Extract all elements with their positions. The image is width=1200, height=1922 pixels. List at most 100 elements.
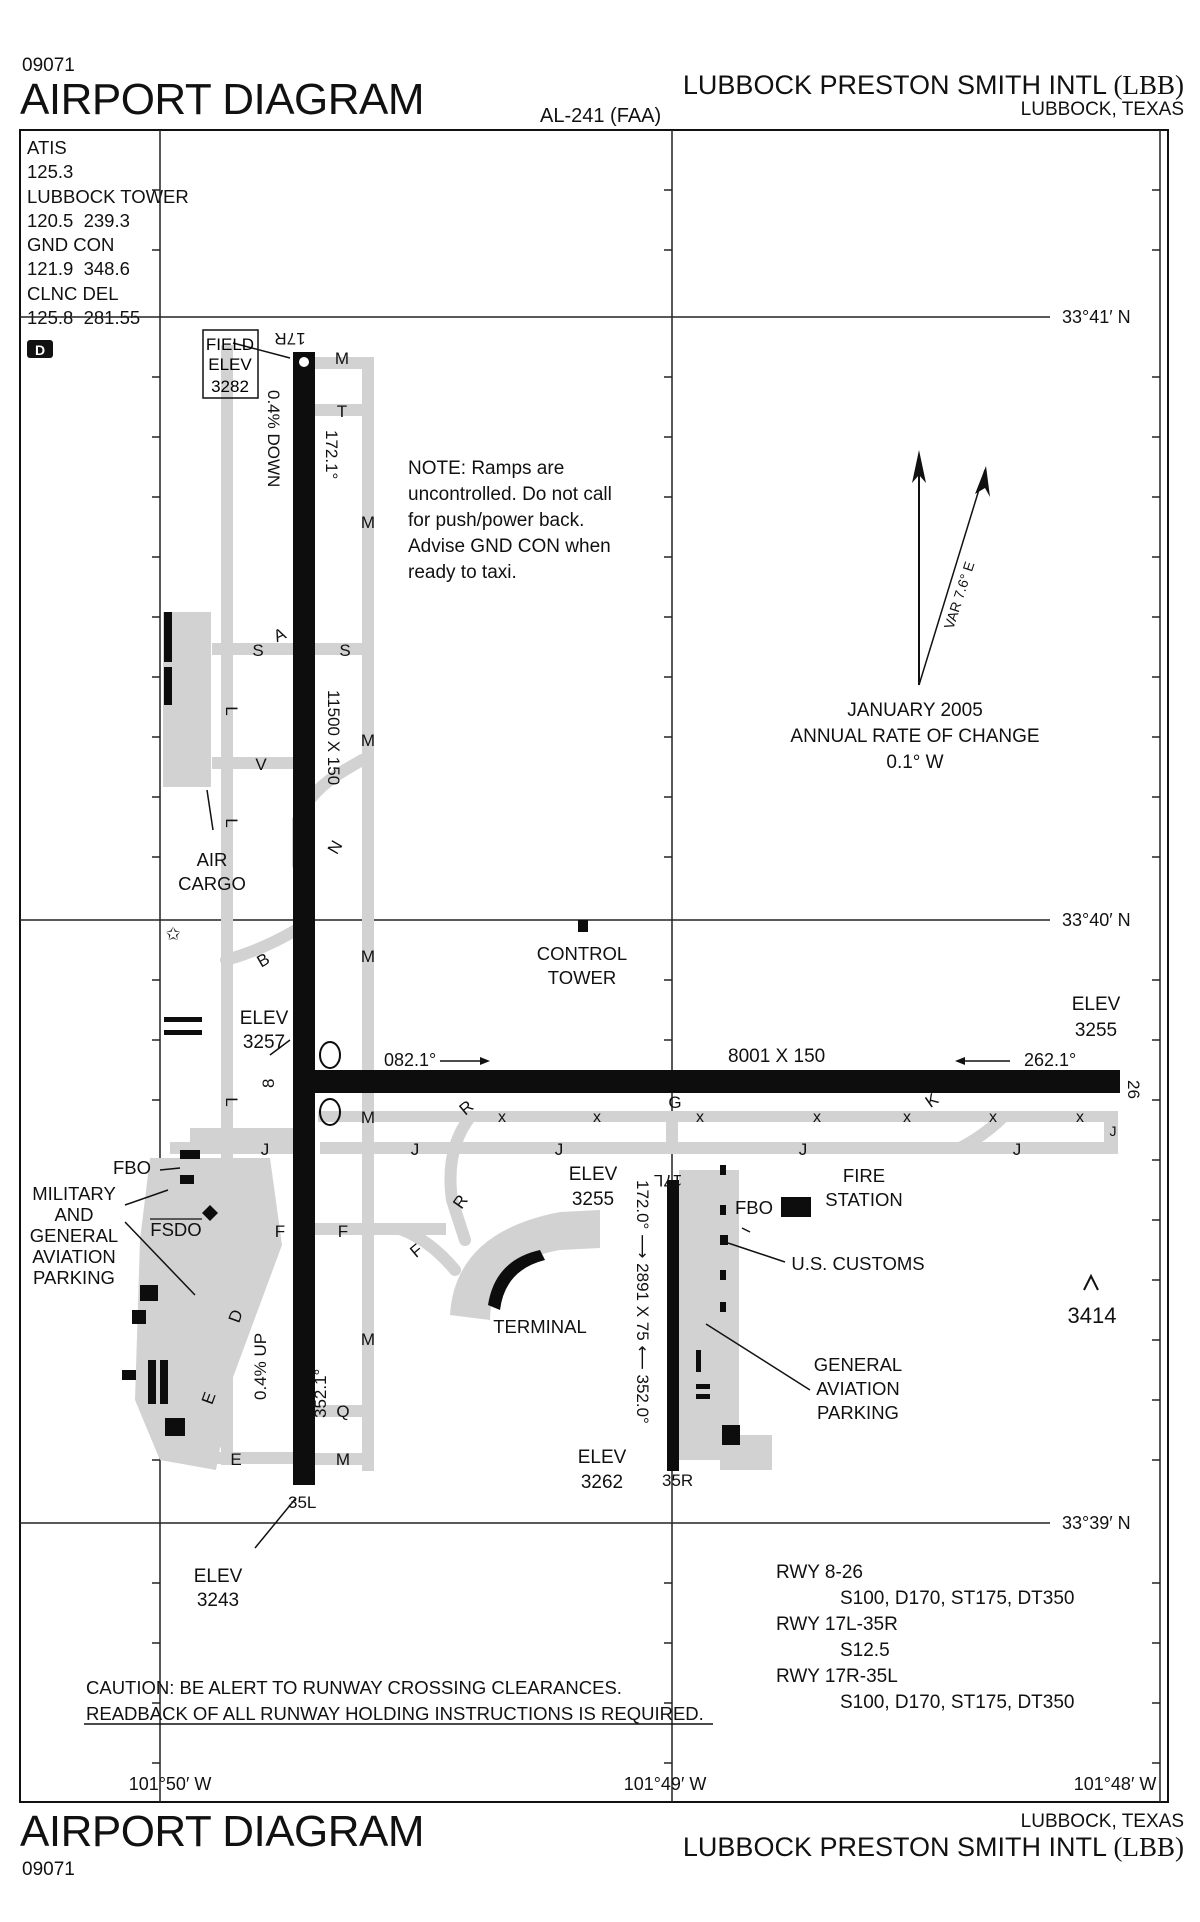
customs-label: U.S. CUSTOMS [791,1253,924,1274]
twy-g: G [668,1093,681,1112]
magnetic-north-line [918,469,986,686]
military-bldg-5 [165,1418,185,1436]
lon-49: 101°49′ W [624,1774,707,1794]
military-l1: MILITARY [32,1183,116,1204]
beacon-icon: ✩ [165,924,180,944]
variation-rate: 0.1° W [886,752,943,773]
twy-j-3: J [555,1140,564,1159]
al-number: AL-241 (FAA) [540,105,662,127]
note-line-4: Advise GND CON when [408,536,611,557]
hdg-26: 262.1° [1024,1050,1076,1070]
twy-f-1: F [275,1222,285,1241]
military-bldg-4 [160,1360,168,1404]
taxiway-e-south [200,1452,298,1464]
runway-17r-threshold-dot [299,357,309,367]
air-cargo-bldg-2 [164,667,172,705]
airport-location-bottom: LUBBOCK, TEXAS [1020,1811,1184,1832]
field-elev-value: 3282 [211,377,249,396]
svg-text:x: x [813,1109,821,1126]
north-arrow-group: VAR 7.6° E [912,450,990,686]
chart-title-top: AIRPORT DIAGRAM [20,75,425,124]
true-north-arrowhead [912,450,926,483]
military-pointer-2 [124,1221,196,1296]
fbo-west-bldg [180,1150,200,1159]
ga-bldg-4 [720,1302,726,1312]
control-tower-bldg [578,920,588,932]
caution-line-1: CAUTION: BE ALERT TO RUNWAY CROSSING CLE… [86,1677,622,1698]
twy-v: V [255,755,267,774]
military-l2: AND [54,1204,93,1225]
twy-t: T [337,402,347,421]
svg-text:x: x [903,1109,911,1126]
hdg-35l: 352.1° [311,1369,330,1418]
air-cargo-bldg-1 [164,612,172,662]
d-symbol: D [35,342,45,358]
freq-tower-label: LUBBOCK TOWER [27,185,189,207]
airport-name-bottom: LUBBOCK PRESTON SMITH INTL (LBB) [683,1834,1184,1861]
field-elev-label1: FIELD [206,335,254,354]
caution-text: CAUTION: BE ALERT TO RUNWAY CROSSING CLE… [86,1677,704,1724]
hdg-17r: 172.1° [322,430,341,479]
military-bldg-3 [148,1360,156,1404]
elev-26-label: ELEV [1072,994,1121,1015]
ga-ramp-17l [679,1170,739,1460]
freq-atis: 125.3 [27,161,74,183]
rwy-35l: 35L [288,1493,316,1512]
ga-hangar-2 [696,1384,710,1389]
rwy-data-3-name: RWY 17R-35L [776,1666,898,1687]
freq-gnd: 121.9 348.6 [27,258,130,280]
rwy-35r: 35R [662,1471,693,1490]
terminal-label: TERMINAL [493,1316,587,1337]
twy-b: B [254,949,273,971]
taxiway-f-east [394,1223,461,1276]
twy-f-2: F [338,1222,348,1241]
west-hangar-2 [164,1030,202,1035]
rwy-data-2-name: RWY 17L-35R [776,1614,898,1635]
rwy-data-1-name: RWY 8-26 [776,1562,863,1583]
dims-8: 8001 X 150 [728,1046,825,1067]
svg-text:x: x [593,1109,601,1126]
facility-labels: CONTROL TOWER AIR CARGO FBO FSDO MILITAR… [30,849,925,1423]
west-bldg-3 [180,1175,194,1184]
air-cargo-l2: CARGO [178,873,246,894]
taxiway-letters: M T M S A S L M V L N B M L M J J J J J … [198,349,1117,1469]
variation-text: JANUARY 2005 ANNUAL RATE OF CHANGE 0.1° … [790,700,1039,773]
approach-light-ovals [319,1041,341,1126]
ga-bldg-3 [720,1270,726,1280]
note-line-5: ready to taxi. [408,562,517,583]
elev-35l: 3243 [197,1590,239,1611]
terminal-ramp [450,1210,600,1320]
connector-s-west [212,643,298,655]
military-bldg-1 [140,1285,158,1301]
rwy-17l: 17L [654,1171,682,1190]
longitude-labels: 101°50′ W 101°49′ W 101°48′ W [129,1774,1157,1794]
taxiway-r [444,1111,476,1246]
elev-26: 3255 [1075,1020,1117,1041]
rwy-data-1-strength: S100, D170, ST175, DT350 [840,1588,1074,1609]
variation-date: JANUARY 2005 [847,700,983,721]
twy-m-4: M [361,947,375,966]
west-hangar-1 [164,1017,202,1022]
svg-text:x: x [498,1109,506,1126]
military-l5: PARKING [33,1267,115,1288]
fsdo-label: FSDO [150,1219,201,1240]
taxiway-j-west [170,1142,298,1154]
rwy-8: 8 [259,1079,278,1088]
elevation-labels: ELEV 3255 ELEV 3257 ELEV 3255 ELEV 3262 … [194,994,1121,1611]
d-symbol-box [27,340,53,358]
variation-rate-label: ANNUAL RATE OF CHANGE [790,726,1039,747]
leader-lines [124,342,1010,1549]
airport-name-text: LUBBOCK PRESTON SMITH INTL [682,70,1106,100]
obstacle-elev: 3414 [1068,1303,1117,1328]
rwy-data-3-strength: S100, D170, ST175, DT350 [840,1692,1074,1713]
elev-35l-label: ELEV [194,1566,243,1587]
note-line-1: NOTE: Ramps are [408,458,564,479]
elev-35r: 3262 [581,1472,623,1493]
hdg-8: 082.1° [384,1050,436,1070]
twy-m-6: M [361,1330,375,1349]
elev-17l: 3255 [572,1189,614,1210]
buildings [122,612,811,1445]
taxiway-curves [220,754,1009,1451]
taxiway-k [954,1111,1009,1154]
taxiway-j-east [1104,1111,1118,1154]
